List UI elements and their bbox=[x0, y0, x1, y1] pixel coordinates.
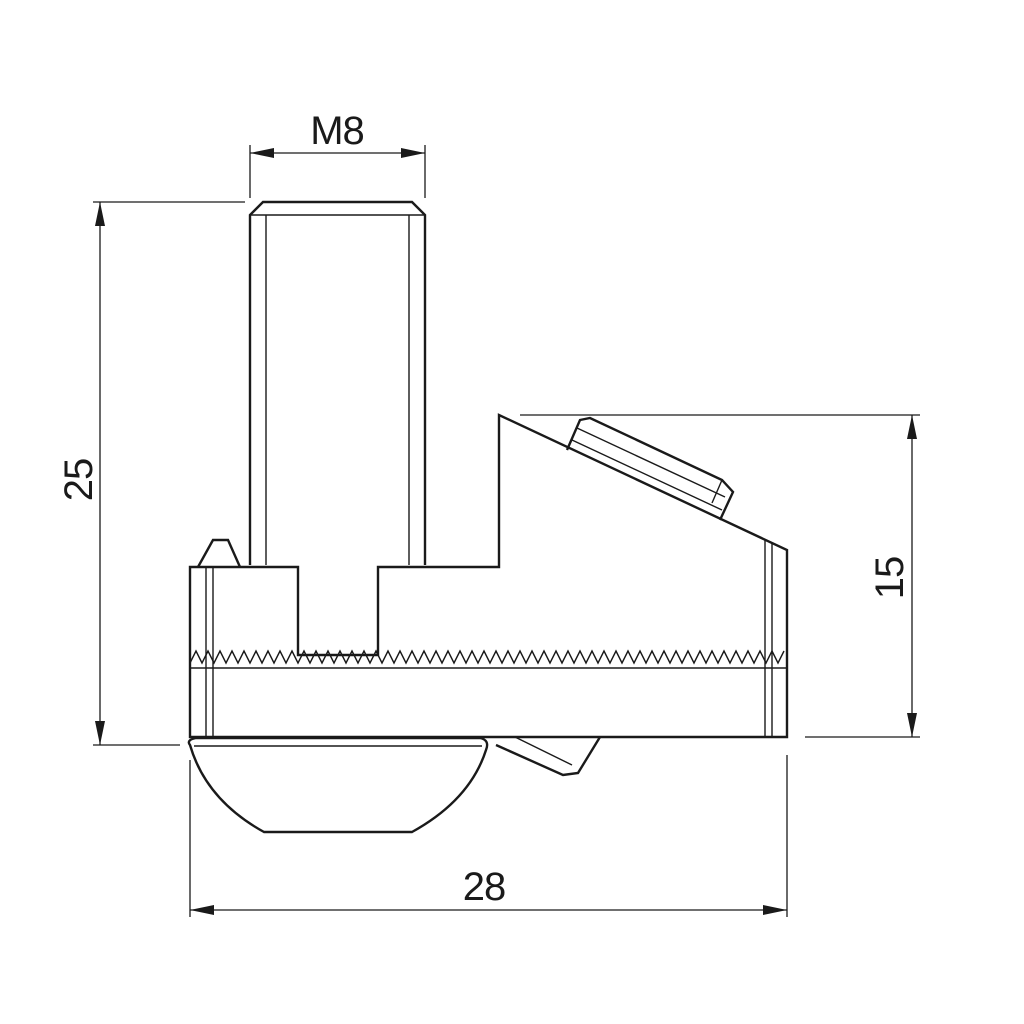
locating-point bbox=[196, 538, 242, 568]
dome-base-outline bbox=[187, 736, 489, 834]
dimension-thread: M8 bbox=[249, 109, 426, 198]
arrow-right-icon bbox=[401, 148, 425, 158]
grub-screw-bottom bbox=[495, 736, 602, 777]
dimension-total-height: 25 bbox=[57, 201, 245, 746]
grub-screw-top-chamfer bbox=[711, 479, 723, 504]
threaded-stud bbox=[248, 200, 427, 565]
arrow-left-icon bbox=[190, 905, 214, 915]
body-outline bbox=[188, 413, 789, 739]
grub-screw-top-outline bbox=[565, 416, 735, 521]
thread-label: M8 bbox=[310, 109, 364, 153]
dimension-body-height: 15 bbox=[520, 414, 920, 738]
grub-screw-bottom-outline bbox=[495, 736, 602, 777]
arrow-left-icon bbox=[250, 148, 274, 158]
dome-base bbox=[187, 736, 489, 834]
grub-screw-top-line-2 bbox=[571, 439, 723, 511]
grub-screw-top bbox=[565, 416, 735, 521]
stud-outline bbox=[248, 200, 427, 565]
serrated-edge bbox=[189, 649, 785, 665]
grub-screw-top-line-1 bbox=[576, 427, 726, 498]
body-height-label: 15 bbox=[868, 557, 912, 600]
arrow-down-icon bbox=[95, 721, 105, 745]
arrow-up-icon bbox=[95, 202, 105, 226]
arrow-up-icon bbox=[907, 415, 917, 439]
grub-screw-bottom-line bbox=[514, 736, 573, 766]
arrow-right-icon bbox=[763, 905, 787, 915]
total-height-label: 25 bbox=[57, 459, 101, 502]
total-width-label: 28 bbox=[463, 865, 506, 909]
dimension-total-width: 28 bbox=[189, 755, 788, 917]
main-body bbox=[188, 413, 789, 739]
arrow-down-icon bbox=[907, 713, 917, 737]
